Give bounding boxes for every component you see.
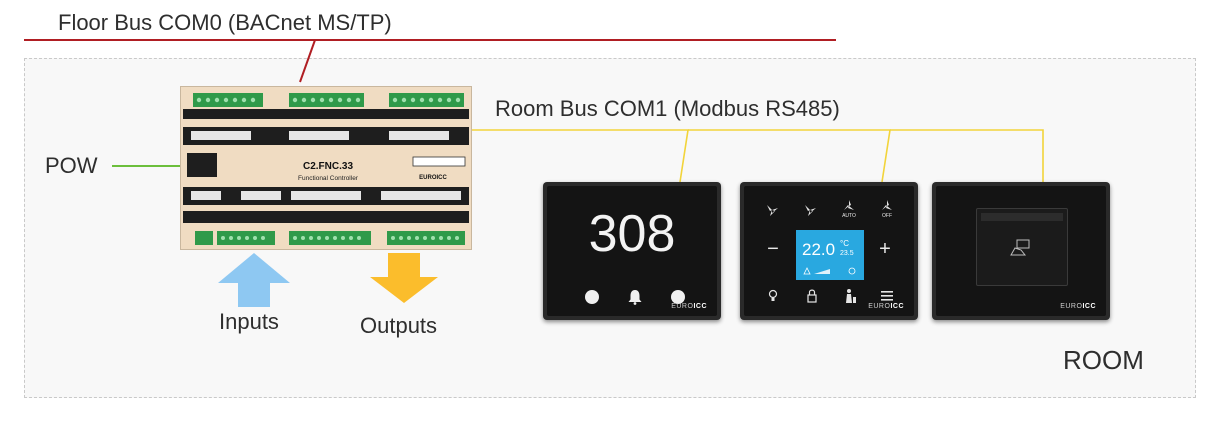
screen-status-icons: [803, 267, 856, 275]
room-bus-label: Room Bus COM1 (Modbus RS485): [495, 96, 840, 121]
setpoint-text: 23.5: [840, 250, 854, 257]
inputs-arrow-icon: [218, 253, 290, 307]
mur-dot-icon[interactable]: [671, 290, 685, 304]
room-number-panel: 308 EUROICC: [543, 182, 721, 320]
room-bus-line-2: [688, 129, 891, 183]
fan-auto-label: AUTO: [842, 213, 856, 219]
card-slot[interactable]: [976, 208, 1068, 286]
temperature-text: 22.0: [802, 240, 836, 259]
bell-icon[interactable]: [627, 289, 643, 305]
controller-model-text: C2.FNC.33: [303, 161, 353, 172]
dnd-dot-icon[interactable]: [585, 290, 599, 304]
fan-low-icon[interactable]: [764, 202, 780, 218]
thermostat-panel: AUTO OFF − + 22.0 °C 23.5: [740, 182, 918, 320]
room-bus-line-3: [890, 129, 1044, 182]
temperature-unit: °C: [840, 239, 849, 248]
pow-label: POW: [45, 153, 98, 178]
light-bulb-icon[interactable]: [766, 288, 780, 302]
service-person-icon[interactable]: [842, 288, 858, 304]
room-number-text: 308: [588, 205, 676, 263]
room-bus-line: [470, 129, 689, 183]
outputs-label: Outputs: [360, 313, 438, 338]
outputs-arrow-icon: [370, 253, 438, 303]
plus-button[interactable]: +: [879, 238, 891, 260]
room-label: ROOM: [1063, 345, 1144, 375]
menu-icon[interactable]: [880, 290, 894, 302]
fan-auto-icon[interactable]: [842, 200, 856, 212]
door-lock-icon[interactable]: [806, 288, 818, 304]
fan-off-label: OFF: [882, 213, 892, 219]
floor-bus-drop: [299, 39, 316, 83]
floor-bus-label: Floor Bus COM0 (BACnet MS/TP): [58, 10, 392, 35]
panel-brand: EUROICC: [671, 303, 707, 310]
fan-off-icon[interactable]: [880, 200, 894, 212]
card-holder-panel: EUROICC: [932, 182, 1110, 320]
card-insert-icon: [1010, 239, 1030, 256]
fan-high-icon[interactable]: [802, 202, 818, 218]
inputs-label: Inputs: [219, 309, 279, 334]
controller-module: C2.FNC.33 Functional Controller EUROICC: [180, 86, 472, 250]
panel-brand: EUROICC: [1060, 303, 1096, 310]
controller-subtitle-text: Functional Controller: [298, 175, 359, 182]
thermostat-screen: 22.0 °C 23.5: [796, 230, 864, 280]
minus-button[interactable]: −: [767, 238, 779, 260]
panel-brand: EUROICC: [868, 303, 904, 310]
controller-brand-text: EUROICC: [419, 175, 447, 181]
controller-terminals: C2.FNC.33 Functional Controller EUROICC: [183, 93, 469, 245]
